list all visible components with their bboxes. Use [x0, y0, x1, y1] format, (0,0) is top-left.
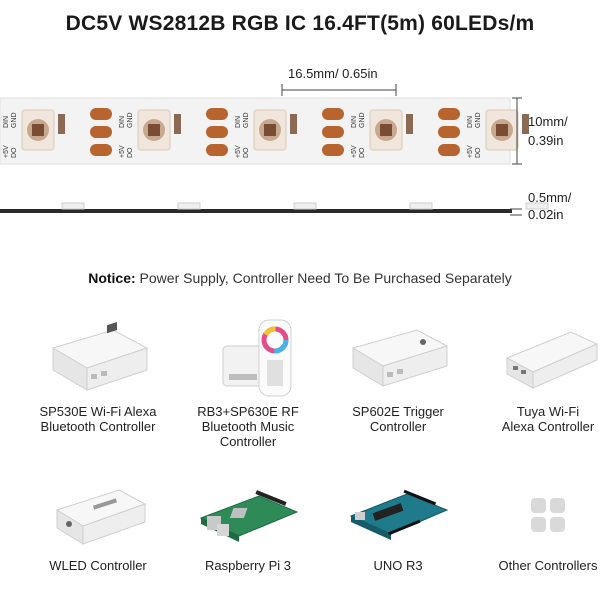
wled-box-icon	[55, 489, 147, 545]
product-label: Raspberry Pi 3	[205, 558, 291, 573]
solder-pad	[322, 108, 344, 120]
solder-pad	[438, 126, 460, 138]
solder-pad	[322, 126, 344, 138]
product-label: Other Controllers	[498, 558, 598, 573]
product-tuya[interactable]: Tuya Wi-Fi Alexa Controller	[473, 318, 600, 434]
pad-label: DIN	[351, 116, 358, 128]
solder-pad	[90, 126, 112, 138]
product-label: UNO R3	[373, 558, 423, 573]
solder-pad	[322, 144, 344, 156]
notice-text: Notice: Power Supply, Controller Need To…	[0, 270, 600, 286]
side-component	[525, 202, 549, 210]
side-component	[61, 202, 85, 210]
pad-label: DO	[475, 147, 482, 158]
led-die	[380, 124, 392, 136]
product-raspberry-pi[interactable]: Raspberry Pi 3	[173, 482, 323, 573]
arduino-board-icon	[349, 489, 449, 540]
solder-pad	[438, 144, 460, 156]
pad-label: DO	[243, 147, 250, 158]
pad-label: GND	[359, 112, 366, 128]
controller-box-icon	[51, 321, 149, 391]
pad-label: DIN	[3, 116, 10, 128]
page-title: DC5V WS2812B RGB IC 16.4FT(5m) 60LEDs/m	[65, 12, 535, 35]
pad-label: DIN	[467, 116, 474, 128]
product-rb3-sp630e[interactable]: RB3+SP630E RF Bluetooth Music Controller	[173, 318, 323, 449]
remote-controller-icon	[222, 319, 292, 397]
pad-label: +5V	[235, 145, 242, 158]
side-component	[409, 202, 433, 210]
pad-label: +5V	[467, 145, 474, 158]
controller-box-icon	[351, 329, 449, 387]
product-other-controllers[interactable]: Other Controllers	[473, 482, 600, 573]
solder-pad	[206, 126, 228, 138]
thickness-dimension-label-1: 0.5mm/	[528, 190, 572, 205]
notice-prefix: Notice:	[88, 270, 136, 286]
product-label: SP602E Trigger Controller	[352, 404, 444, 434]
side-component	[177, 202, 201, 210]
raspberry-pi-board-icon	[199, 490, 299, 542]
product-sp602e[interactable]: SP602E Trigger Controller	[323, 318, 473, 434]
capacitor	[522, 114, 529, 134]
pad-label: DIN	[235, 116, 242, 128]
pad-label: DO	[127, 147, 134, 158]
capacitor	[58, 114, 65, 134]
pad-label: +5V	[3, 145, 10, 158]
capacitor	[290, 114, 297, 134]
pad-label: DO	[11, 147, 18, 158]
capacitor	[406, 114, 413, 134]
pad-label: GND	[475, 112, 482, 128]
pad-label: DIN	[119, 116, 126, 128]
grid-icon	[531, 498, 565, 532]
solder-pad	[438, 108, 460, 120]
led-die	[496, 124, 508, 136]
led-die	[264, 124, 276, 136]
solder-pad	[90, 144, 112, 156]
led-die	[32, 124, 44, 136]
solder-pad	[206, 144, 228, 156]
product-label: Tuya Wi-Fi Alexa Controller	[501, 404, 595, 434]
pad-label: +5V	[351, 145, 358, 158]
controller-box-icon	[505, 331, 599, 389]
side-component	[293, 202, 317, 210]
pad-label: GND	[243, 112, 250, 128]
product-label: RB3+SP630E RF Bluetooth Music Controller	[197, 404, 299, 449]
solder-pad	[206, 108, 228, 120]
width-dimension-label-2: 0.39in	[528, 133, 564, 148]
capacitor	[174, 114, 181, 134]
pad-label: GND	[11, 112, 18, 128]
solder-pad	[90, 108, 112, 120]
pad-label: DO	[359, 147, 366, 158]
product-sp530e[interactable]: SP530E Wi-Fi Alexa Bluetooth Controller	[23, 318, 173, 434]
led-die	[148, 124, 160, 136]
product-wled[interactable]: WLED Controller	[23, 482, 173, 573]
width-dimension-label-1: 10mm/	[528, 114, 568, 129]
pad-label: +5V	[119, 145, 126, 158]
product-label: WLED Controller	[49, 558, 147, 573]
thickness-dimension-label-2: 0.02in	[528, 207, 564, 222]
product-label: SP530E Wi-Fi Alexa Bluetooth Controller	[39, 404, 157, 434]
pitch-dimension-label: 16.5mm/ 0.65in	[288, 66, 378, 81]
notice-body: Power Supply, Controller Need To Be Purc…	[135, 270, 512, 286]
pad-label: GND	[127, 112, 134, 128]
product-uno-r3[interactable]: UNO R3	[323, 482, 473, 573]
